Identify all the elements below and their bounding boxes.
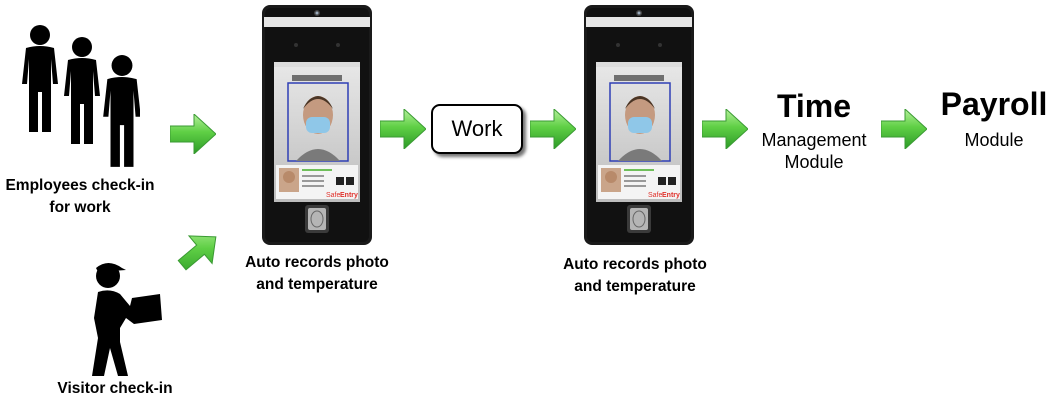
brand-entry: Entry [662,192,680,199]
payroll-module-title: Payroll [940,86,1048,122]
arrow-right-icon [530,109,576,149]
arrow-right-icon [380,109,426,149]
employees-caption-line1: Employees check-in [5,177,155,194]
brand-safe: Safe [648,192,663,199]
employees-caption-line2: for work [49,199,111,216]
face-recognition-terminal-icon: Safe Entry [584,5,694,245]
employees-caption: Employees check-in for work [0,175,160,219]
arrow-right-icon [881,109,927,149]
device-right-caption-line1: Auto records photo [563,256,707,273]
time-module-line1: Management [761,130,867,150]
time-module-title: Time [776,88,852,124]
arrow-diagonal-icon [177,235,217,271]
visitor-delivery-icon [92,263,162,376]
brand-entry: Entry [340,192,358,199]
device-left-caption-line1: Auto records photo [245,254,389,271]
time-module-line2: Module [784,152,844,172]
face-recognition-terminal-icon: Safe Entry [262,5,372,245]
employees-group-icon [22,25,140,167]
payroll-module-subtitle: Module [928,129,1060,151]
work-label: Work [451,116,503,141]
arrow-right-icon [170,114,216,154]
visitor-caption: Visitor check-in [57,380,173,397]
time-module-subtitle: Management Module [746,129,882,173]
work-step-box: Work [431,104,523,154]
device-right-caption: Auto records photo and temperature [540,254,730,298]
arrow-right-icon [702,109,748,149]
brand-safe: Safe [326,192,341,199]
device-right-caption-line2: and temperature [574,278,696,295]
payroll-module-line1: Module [964,130,1024,150]
device-left-caption-line2: and temperature [256,276,378,293]
device-left-caption: Auto records photo and temperature [222,252,412,296]
